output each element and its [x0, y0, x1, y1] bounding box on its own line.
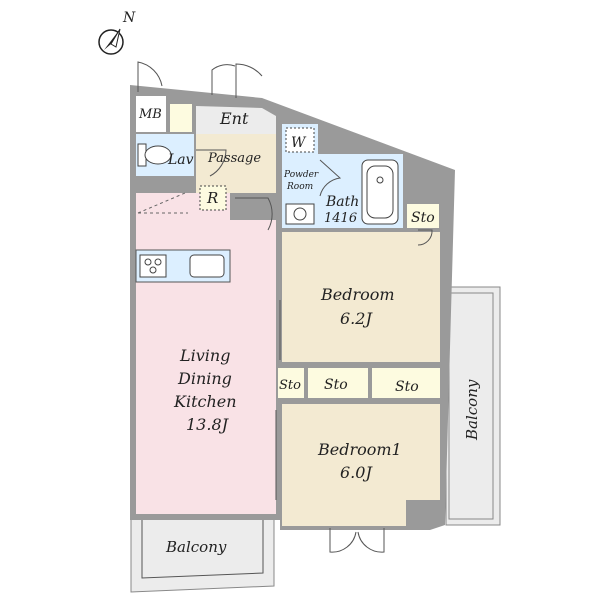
mb: [136, 96, 166, 132]
bathtub-icon: [361, 159, 399, 225]
balcony-bottom-label: Balcony: [165, 538, 227, 556]
door-swings: [137, 61, 433, 553]
ldk-label-3: Kitchen: [173, 392, 237, 411]
bedroom1-label-1: Bedroom1: [317, 440, 402, 459]
sink-icon: [189, 254, 225, 278]
sto-top-label: Sto: [411, 210, 435, 226]
ldk-label-2: Dining: [177, 369, 232, 388]
passage-label: Passage: [207, 151, 261, 166]
ldk-label-4: 13.8J: [186, 415, 230, 434]
north-label: N: [122, 10, 136, 26]
sto-small-label: Sto: [279, 378, 301, 393]
room-labels: MB Ent Lav Passage W Powder Room Bath 14…: [138, 107, 481, 556]
storage-top: [407, 204, 439, 228]
storage-mid: [308, 368, 368, 398]
bath-label-2: 1416: [324, 211, 357, 226]
bedroom1: [282, 404, 440, 526]
passage: [196, 134, 276, 193]
ent-label: Ent: [219, 109, 249, 128]
w-label: W: [291, 135, 307, 151]
sto-mid-label: Sto: [324, 377, 348, 393]
powder-room-label-2: Room: [286, 182, 313, 192]
stove-icon: [139, 254, 167, 278]
ldk-label-1: Living: [179, 346, 230, 365]
storage-small: [278, 368, 304, 398]
entrance: [196, 106, 276, 134]
lav-label: Lav: [167, 152, 194, 168]
washing-machine-icon: [285, 127, 315, 153]
powder-room-label-1: Powder: [283, 170, 319, 180]
refrigerator: [199, 185, 227, 211]
r-label: R: [206, 189, 218, 207]
north-arrow-icon: N: [98, 10, 136, 55]
bedroom: [282, 232, 440, 362]
basin-icon: [285, 203, 315, 225]
balcony-right: [445, 286, 501, 526]
storage-right: [372, 368, 440, 398]
balcony-right-label: Balcony: [463, 379, 481, 441]
bedroom-label-2: 6.2J: [340, 309, 373, 328]
toilet-icon: [137, 143, 172, 167]
sto-right-label: Sto: [395, 379, 419, 395]
bath-label-1: Bath: [325, 194, 359, 210]
mb-label: MB: [138, 107, 162, 122]
bedroom-label-1: Bedroom: [320, 285, 395, 304]
bedroom1-label-2: 6.0J: [340, 463, 373, 482]
